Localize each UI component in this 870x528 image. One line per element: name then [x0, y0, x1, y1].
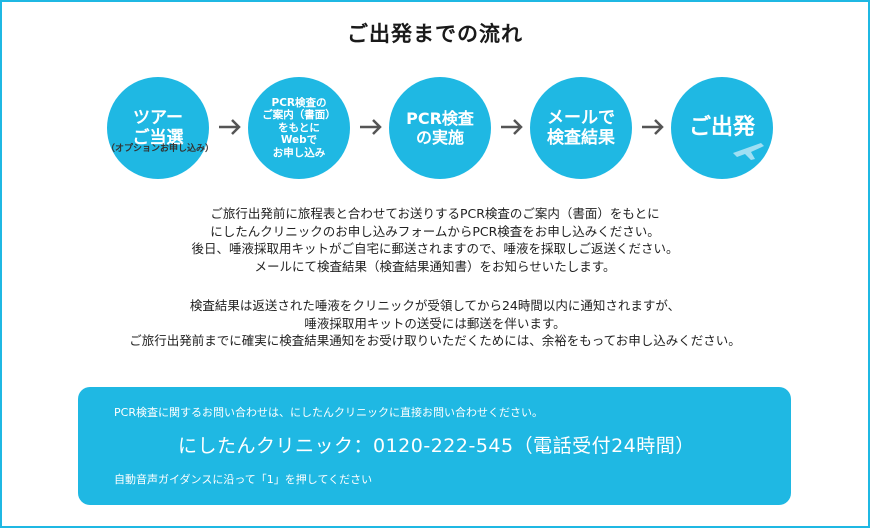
- title-wrap: ご出発までの流れ: [2, 16, 868, 50]
- step-label: メールで 検査結果: [547, 107, 615, 148]
- step-label: PCR検査の ご案内（書面） をもとに Webで お申し込み: [262, 96, 336, 159]
- text-line: メールにて検査結果（検査結果通知書）をお知らせいたします。: [254, 258, 616, 274]
- arrow-right-icon: [501, 119, 523, 135]
- arrow-right-icon: [642, 119, 664, 135]
- contact-box: PCR検査に関するお問い合わせは、にしたんクリニックに直接お問い合わせください。…: [78, 387, 791, 505]
- step-tour-selected: ツアー ご当選: [107, 77, 209, 179]
- page-title: ご出発までの流れ: [335, 16, 535, 50]
- text-line: 後日、唾液採取用キットがご自宅に郵送されますので、唾液を採取しご返送ください。: [191, 241, 679, 256]
- text-line: 検査結果は返送された唾液をクリニックが受領してから24時間以内に通知されますが、: [189, 298, 681, 313]
- step-email-result: メールで 検査結果: [530, 77, 632, 179]
- step-label: PCR検査 の実施: [406, 108, 474, 147]
- step-label: ご出発: [688, 114, 755, 140]
- step-label: ツアー ご当選: [132, 107, 184, 148]
- step-departure: ご出発: [671, 77, 773, 179]
- arrow-right-icon: [219, 119, 241, 135]
- step-note: （オプションお申し込み）: [105, 144, 214, 154]
- text-line: 唾液採取用キットの送受には郵送を伴います。: [304, 315, 566, 331]
- description-paragraph-2: 検査結果は返送された唾液をクリニックが受領してから24時間以内に通知されますが、…: [2, 297, 868, 350]
- arrow-right-icon: [360, 119, 382, 135]
- contact-note: 自動音声ガイダンスに沿って「1」を押してください: [114, 473, 373, 486]
- airplane-icon: [733, 143, 764, 160]
- step-pcr-test: PCR検査 の実施: [389, 77, 491, 179]
- text-line: ご旅行出発前に旅程表と合わせてお送りするPCR検査のご案内（書面）をもとに: [210, 206, 660, 221]
- text-line: ご旅行出発前までに確実に検査結果通知をお受け取りいただくためには、余裕をもってお…: [129, 333, 741, 348]
- text-line: にしたんクリニックのお申し込みフォームからPCR検査をお申し込みください。: [210, 223, 660, 239]
- contact-intro: PCR検査に関するお問い合わせは、にしたんクリニックに直接お問い合わせください。: [114, 406, 543, 419]
- step-web-application: PCR検査の ご案内（書面） をもとに Webで お申し込み: [248, 77, 350, 179]
- contact-phone[interactable]: にしたんクリニック：0120-222-545（電話受付24時間）: [178, 435, 695, 457]
- flow-steps: ツアー ご当選 PCR検査の ご案内（書面） をもとに Webで お申し込み P…: [107, 77, 777, 179]
- description-paragraph-1: ご旅行出発前に旅程表と合わせてお送りするPCR検査のご案内（書面）をもとに にし…: [2, 205, 868, 275]
